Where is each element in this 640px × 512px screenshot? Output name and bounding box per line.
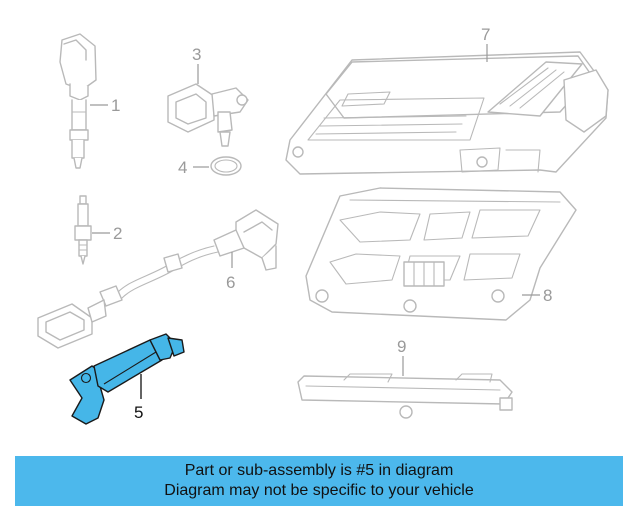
part-3-camshaft-sensor[interactable] bbox=[167, 83, 249, 147]
banner-line-1: Part or sub-assembly is #5 in diagram bbox=[184, 462, 454, 479]
callout-5: 5 bbox=[134, 403, 143, 422]
parts-diagram: 1 2 3 4 6 7 8 9 5 bbox=[37, 25, 609, 425]
part-5-highlighted-sensor[interactable] bbox=[69, 333, 185, 425]
callout-8: 8 bbox=[543, 286, 552, 305]
callout-2: 2 bbox=[113, 224, 122, 243]
part-9-rail[interactable] bbox=[297, 373, 513, 419]
part-7-control-module[interactable] bbox=[285, 51, 609, 175]
part-1-ignition-coil[interactable] bbox=[59, 33, 97, 169]
callout-7: 7 bbox=[481, 25, 490, 44]
callout-4: 4 bbox=[178, 158, 187, 177]
callout-3: 3 bbox=[192, 45, 201, 64]
callout-9: 9 bbox=[397, 337, 406, 356]
callout-1: 1 bbox=[111, 96, 120, 115]
callout-6: 6 bbox=[226, 273, 235, 292]
part-2-spark-plug[interactable] bbox=[74, 195, 92, 265]
part-6-sensor-harness[interactable] bbox=[37, 209, 279, 349]
banner-line-2: Diagram may not be specific to your vehi… bbox=[164, 482, 474, 499]
part-4-o-ring[interactable] bbox=[210, 156, 242, 176]
part-8-mounting-bracket[interactable] bbox=[305, 187, 577, 321]
info-banner: Part or sub-assembly is #5 in diagram Di… bbox=[15, 456, 623, 506]
